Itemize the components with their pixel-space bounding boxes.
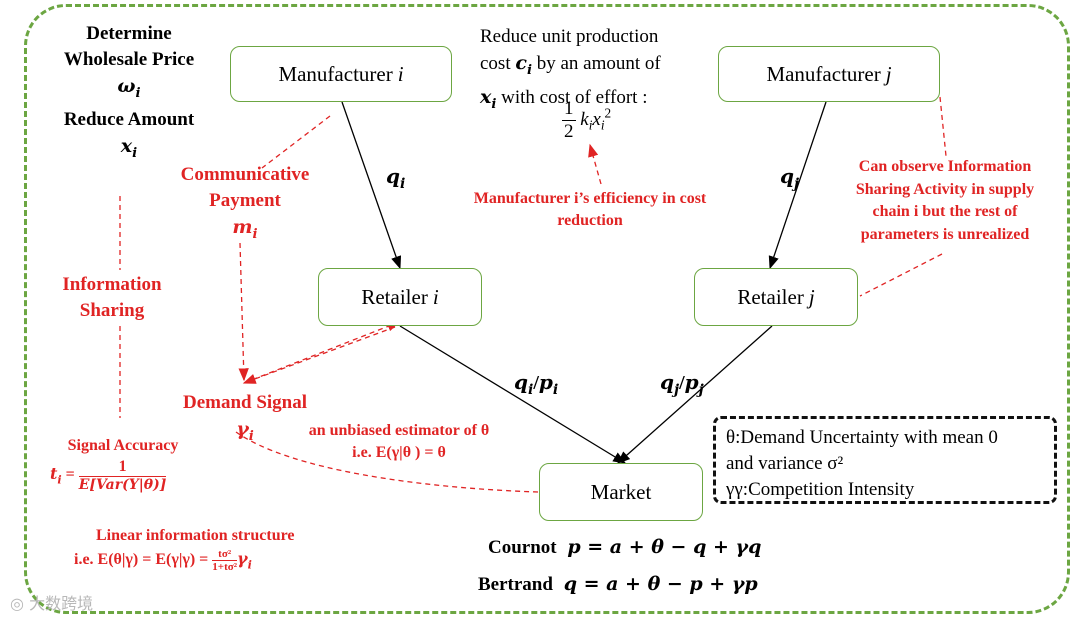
watermark: ◎ 大数跨境 [10, 594, 94, 613]
cost-c-symbol: c [515, 52, 527, 74]
cost-line1: Reduce unit production [480, 26, 659, 47]
legend-line2: and variance σ² [726, 453, 844, 474]
dashed-market-to-demand-signal [235, 431, 539, 493]
market-label: Market [590, 479, 652, 504]
dashed-manufacturer-to-communicative-payment [261, 115, 331, 169]
information-sharing-label: Information Sharing [62, 274, 162, 321]
flow-label-q-j: qj [780, 164, 800, 192]
dashed-payment-to-demand-signal [238, 242, 249, 382]
legend-line3: γγ:Competition Intensity [726, 479, 915, 500]
formula-x-sub: i [600, 117, 605, 133]
gamma-symbol: γ [236, 418, 249, 440]
flow-retailer-j-to-market [617, 325, 773, 464]
decisions-line3: Reduce Amount [63, 108, 195, 130]
communicative-payment-label: Communicative Payment mi [180, 164, 310, 242]
dashed-demand-signal-to-retailer-i [243, 321, 401, 384]
dashed-observe-to-retailer-j [859, 253, 943, 297]
manufacturer-j-sub: j [885, 61, 892, 86]
signal-accuracy-label: Signal Accuracy [67, 437, 179, 454]
retailer-j-label: Retailer [737, 284, 804, 309]
legend-box: θ:Demand Uncertainty with mean 0 and var… [713, 416, 1057, 504]
retailer-i-sub: i [432, 284, 439, 309]
demand-signal-label: Demand Signal γi [182, 392, 308, 444]
cost-c-sub: i [526, 62, 532, 78]
manufacturer-j-label: Manufacturer [766, 61, 881, 86]
m-symbol: m [232, 216, 253, 238]
dashed-manufacturer-j-to-observe [939, 96, 947, 157]
manufacturer-i-label: Manufacturer [278, 61, 393, 86]
formula-k-sub: i [588, 117, 593, 133]
flow-label-qp-i: qi/pi [514, 370, 559, 398]
formula-exp: 2 [604, 105, 612, 121]
manufacturer-i-sub: i [397, 61, 404, 86]
reduce-sub: i [132, 145, 138, 161]
decisions-line1: Determine [86, 23, 172, 44]
linear-info-title: Linear information structure [96, 527, 295, 544]
bertrand-equation: Bertrand q = a + θ − p + γp [478, 573, 758, 595]
flow-label-qp-j: qj/pj [660, 370, 704, 398]
flow-manufacturer-j-to-retailer-j [768, 101, 827, 270]
formula-frac-num: 1 [562, 98, 576, 121]
formula-frac-den: 2 [564, 121, 574, 142]
wholesale-sub: i [135, 85, 141, 101]
formula-x: x [592, 108, 601, 130]
legend-line1: θ:Demand Uncertainty with mean 0 [726, 427, 998, 448]
flow-retailer-i-to-market [399, 325, 627, 464]
decisions-block: Determine Wholesale Price ωi Reduce Amou… [50, 21, 208, 167]
cost-x-symbol: x [480, 85, 492, 108]
dashed-demand-signal-from-retailer-i [242, 326, 396, 384]
retailer-j-sub: j [808, 284, 815, 309]
unbiased-estimator-label: an unbiased estimator of θ i.e. E(γ|θ ) … [308, 422, 490, 461]
wholesale-symbol: ω [117, 75, 136, 97]
efficiency-label: Manufacturer i’s efficiency in cost redu… [473, 190, 707, 229]
dashed-efficiency-to-cost [588, 143, 602, 185]
watermark-icon: ◎ [10, 594, 24, 613]
cost-line2-post: by an amount of [536, 53, 661, 74]
cost-line3-post: with cost of effort : [501, 86, 648, 108]
cost-reduction-text: Reduce unit production cost ci by an amo… [480, 24, 661, 118]
flow-manufacturer-i-to-retailer-i [341, 101, 402, 270]
reduce-symbol: x [120, 134, 133, 157]
outer-dashed-frame [24, 4, 1070, 614]
cost-line2-pre: cost [480, 53, 511, 74]
observe-label: Can observe Information Sharing Activity… [855, 158, 1035, 243]
retailer-i-label: Retailer [361, 284, 428, 309]
decisions-line2: Wholesale Price [63, 49, 195, 70]
cost-x-sub: i [491, 96, 497, 112]
flow-label-q-i: qi [386, 164, 406, 192]
cournot-equation: Cournot p = a + θ − q + γq [488, 536, 762, 558]
formula-k: k [580, 108, 589, 130]
market-node: Market [539, 463, 703, 521]
